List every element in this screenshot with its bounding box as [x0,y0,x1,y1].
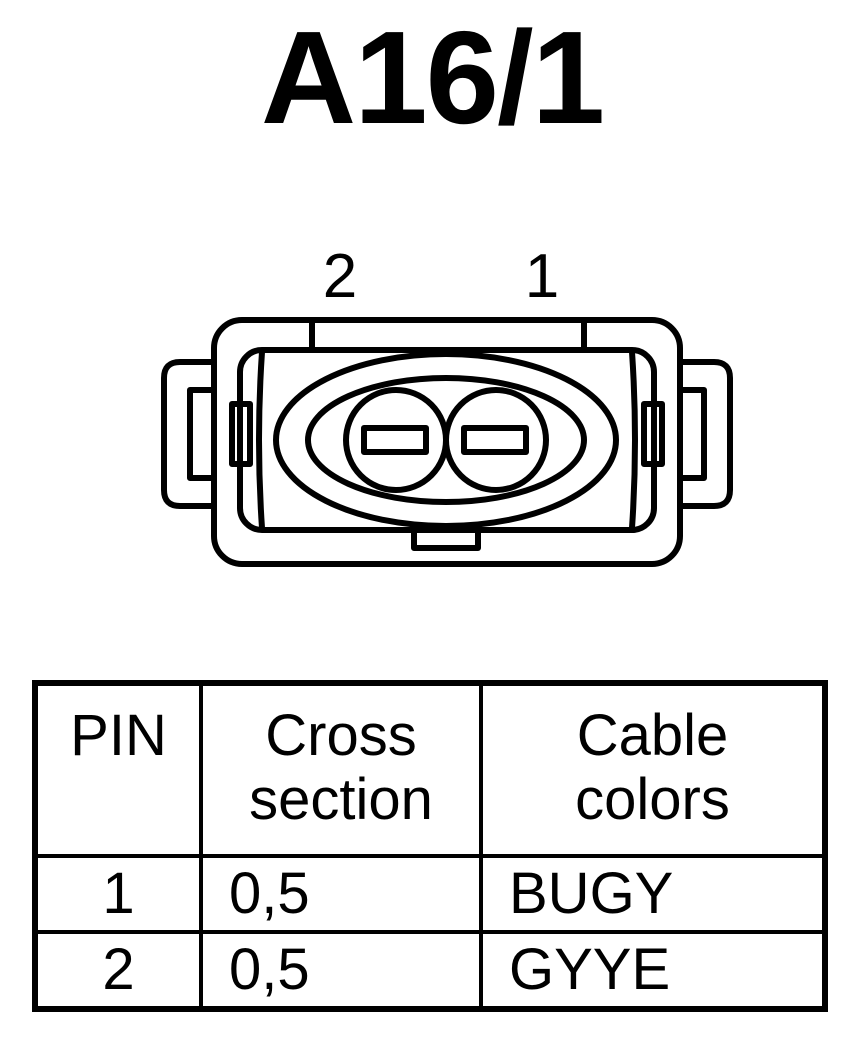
right-latch [680,359,733,509]
terminal-2 [361,425,429,455]
header-cross-section-line1: Cross [265,703,417,768]
left-latch-inner [187,387,214,481]
header-cable-colors: Cable colors [479,681,827,858]
connector-diagram [161,317,733,567]
header-pin: PIN [33,681,203,858]
pin-table: PIN Cross section Cable colors 1 0,5 BUG… [32,680,828,1012]
cell-cross-section: 0,5 [199,854,483,934]
pin-cavity-1 [443,387,549,493]
table-header-row: PIN Cross section Cable colors [33,681,827,858]
cell-cross-section: 0,5 [199,930,483,1011]
cell-pin: 2 [33,930,203,1011]
inner-body-right-edge [629,351,638,529]
header-cross-section: Cross section [199,681,483,858]
terminal-1 [461,425,529,455]
outer-oval [273,351,619,529]
left-latch [161,359,214,509]
top-key [309,322,587,350]
pin-label-1: 1 [524,242,560,311]
cell-pin: 1 [33,854,203,934]
right-latch-inner [680,387,707,481]
pin-label-2: 2 [322,242,358,311]
left-clip [229,401,253,467]
header-cable-colors-line1: Cable [576,703,729,768]
cell-cable-colors: BUGY [479,854,827,934]
header-cross-section-line2: section [249,767,433,832]
cell-cable-colors: GYYE [479,930,827,1011]
connector-housing [211,317,683,567]
table-row: 2 0,5 GYYE [33,930,827,1011]
table-row: 1 0,5 BUGY [33,854,827,934]
bottom-key [411,530,481,551]
header-cable-colors-line2: colors [575,767,730,832]
right-clip [641,401,665,467]
header-pin-label: PIN [70,703,167,768]
inner-oval [305,375,587,505]
inner-body [237,347,657,533]
connector-title: A16/1 [260,4,605,151]
inner-body-left-edge [256,351,265,529]
